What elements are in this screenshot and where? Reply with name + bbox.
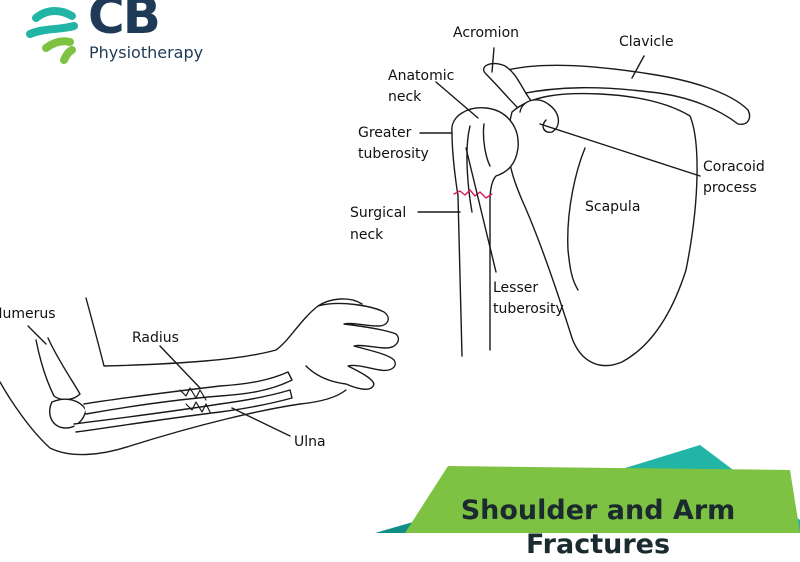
shoulder-illustration	[417, 47, 751, 367]
label-greater-tuberosity-2: tuberosity	[358, 146, 429, 162]
ulna-bone	[73, 389, 293, 433]
coracoid-bone	[519, 99, 559, 134]
label-scapula: Scapula	[585, 199, 641, 215]
label-surgical-neck-2: neck	[350, 227, 384, 243]
label-anatomic-neck-1: Anatomic	[388, 68, 455, 84]
leader-anatomic-neck	[435, 81, 479, 119]
banner-title: Shoulder and Arm Fractures	[418, 494, 778, 562]
arm-lower-outline	[0, 381, 347, 456]
leader-radius	[159, 345, 201, 389]
scapula-bone	[507, 92, 698, 367]
arm-illustration	[0, 297, 400, 456]
fracture-line	[453, 189, 493, 199]
forearm-fracture-marks	[179, 387, 211, 413]
leader-acromion	[491, 47, 495, 73]
brand-name: CB	[88, 0, 161, 45]
label-clavicle: Clavicle	[619, 34, 674, 50]
label-radius: Radius	[132, 330, 179, 346]
leader-humerus	[27, 325, 47, 345]
label-ulna: Ulna	[294, 434, 326, 450]
arm-humerus-bone	[35, 337, 81, 401]
label-coracoid-1: Coracoid	[703, 159, 765, 175]
label-acromion: Acromion	[453, 25, 520, 41]
label-anatomic-neck-2: neck	[388, 89, 422, 105]
arm-upper-outline	[85, 297, 363, 367]
leader-ulna	[231, 407, 291, 437]
scapula-spine-line	[567, 147, 586, 291]
humerus-inner-line-2	[482, 123, 491, 167]
humerus-head	[451, 107, 519, 357]
clavicle-bone	[498, 64, 751, 125]
label-humerus: Humerus	[0, 306, 56, 322]
leader-lesser-tuberosity	[465, 147, 497, 273]
brand-subtitle: Physiotherapy	[89, 43, 204, 62]
label-coracoid-2: process	[703, 180, 757, 196]
banner-green-shape	[405, 466, 800, 533]
hand-outline	[305, 302, 400, 390]
banner-title-line-2: Fractures	[525, 529, 671, 560]
humerus-inner-line-1	[466, 125, 473, 213]
swoosh-logo-icon	[26, 7, 78, 64]
label-greater-tuberosity-1: Greater	[358, 125, 412, 141]
leader-coracoid	[539, 123, 701, 177]
banner-title-line-1: Shoulder and Arm	[460, 495, 736, 526]
label-lesser-tuberosity-1: Lesser	[493, 280, 539, 296]
leader-clavicle	[631, 55, 645, 79]
label-surgical-neck-1: Surgical	[350, 205, 407, 221]
diagram-canvas	[0, 7, 800, 533]
label-lesser-tuberosity-2: tuberosity	[493, 301, 564, 317]
